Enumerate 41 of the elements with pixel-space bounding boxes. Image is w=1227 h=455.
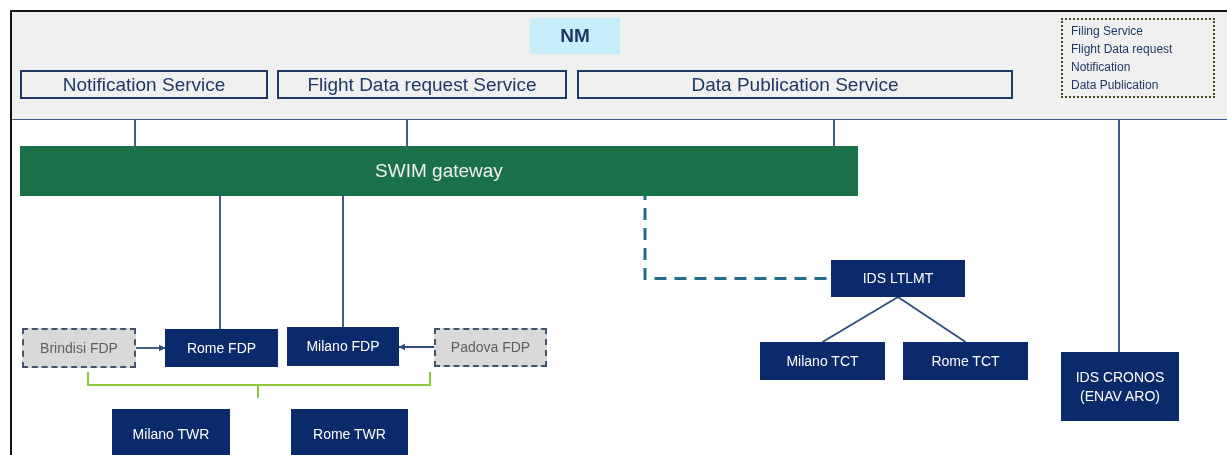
- node-label: Rome TCT: [931, 351, 1000, 371]
- arrow: [398, 343, 435, 351]
- connector-line: [342, 195, 344, 328]
- node-label: IDS CRONOS (ENAV ARO): [1074, 367, 1166, 406]
- system-box: [831, 260, 965, 297]
- system-box: [112, 409, 230, 455]
- system-box: [760, 342, 885, 380]
- system-box: [22, 328, 136, 368]
- connector-line: [897, 296, 967, 343]
- arrow: [135, 344, 166, 352]
- service-box: [20, 70, 268, 99]
- node-label: Flight Data request Service: [307, 72, 537, 97]
- node-label: Notification Service: [62, 72, 226, 97]
- node-label: IDS LTLMT: [862, 269, 934, 288]
- nm-band: [12, 12, 1227, 120]
- connector-line: [821, 296, 899, 343]
- node-label: SWIM gateway: [375, 159, 503, 184]
- node-label: Milano TCT: [786, 351, 859, 371]
- node-label: Brindisi FDP: [40, 338, 118, 358]
- node-label: Flight Data request: [1071, 41, 1173, 58]
- node-label: Padova FDP: [450, 338, 531, 357]
- node-label: Filing Service: [1071, 23, 1144, 40]
- node-label: Data Publication Service: [691, 72, 899, 97]
- system-box: [165, 329, 278, 367]
- connector-line: [219, 195, 221, 330]
- service-box: [277, 70, 567, 99]
- system-box: [287, 327, 399, 366]
- node-label: Data Publication: [1071, 77, 1159, 94]
- service-box: [577, 70, 1013, 99]
- node-label: Rome FDP: [186, 338, 257, 358]
- gateway-bar: [20, 146, 858, 196]
- service-list-box: [1061, 18, 1215, 98]
- node-label: Rome TWR: [313, 424, 386, 444]
- node-label: Notification: [1071, 59, 1131, 76]
- node-label: Milano FDP: [306, 337, 380, 356]
- system-box: [434, 328, 547, 367]
- section-heading: NM: [530, 18, 620, 54]
- node-label: Milano TWR: [132, 424, 210, 444]
- system-box: [291, 409, 408, 455]
- system-box: [903, 342, 1028, 380]
- system-box: [1061, 352, 1179, 421]
